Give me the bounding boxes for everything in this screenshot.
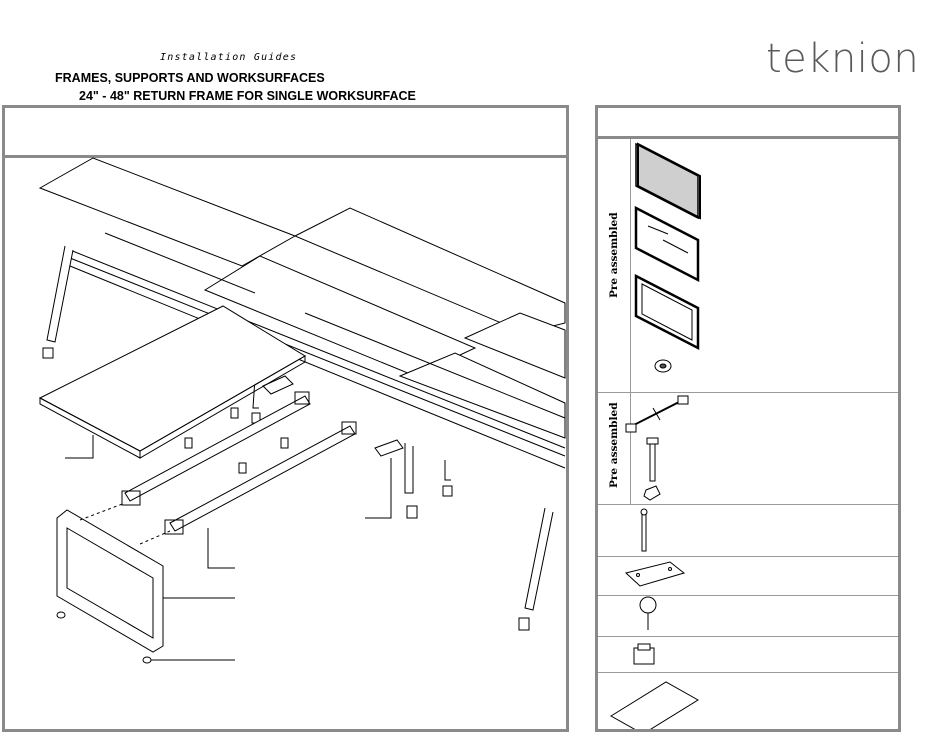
part-washer-screw: [640, 597, 656, 613]
guide-label: Installation Guides: [160, 52, 297, 63]
part-bolt: [650, 441, 655, 481]
exploded-assembly-drawing: [5, 108, 566, 729]
part-pad: [611, 682, 698, 729]
brand-logo: teknion: [766, 36, 919, 82]
part-panel-fabric: [636, 144, 698, 218]
document-title: FRAMES, SUPPORTS AND WORKSURFACES: [55, 71, 325, 85]
part-plate: [626, 562, 684, 586]
illustration-panel: [2, 105, 569, 732]
document-subtitle: 24" - 48" RETURN FRAME FOR SINGLE WORKSU…: [79, 89, 416, 103]
part-nut: [644, 486, 660, 500]
back-worksurface-1: [40, 158, 295, 266]
support-rail-2: [170, 426, 355, 531]
parts-panel: Pre assembled Pre assembled: [595, 105, 901, 732]
parts-drawings: [598, 108, 898, 729]
part-panel-glass: [636, 208, 698, 280]
part-panel-frame: [636, 276, 698, 348]
part-screw: [642, 513, 646, 551]
